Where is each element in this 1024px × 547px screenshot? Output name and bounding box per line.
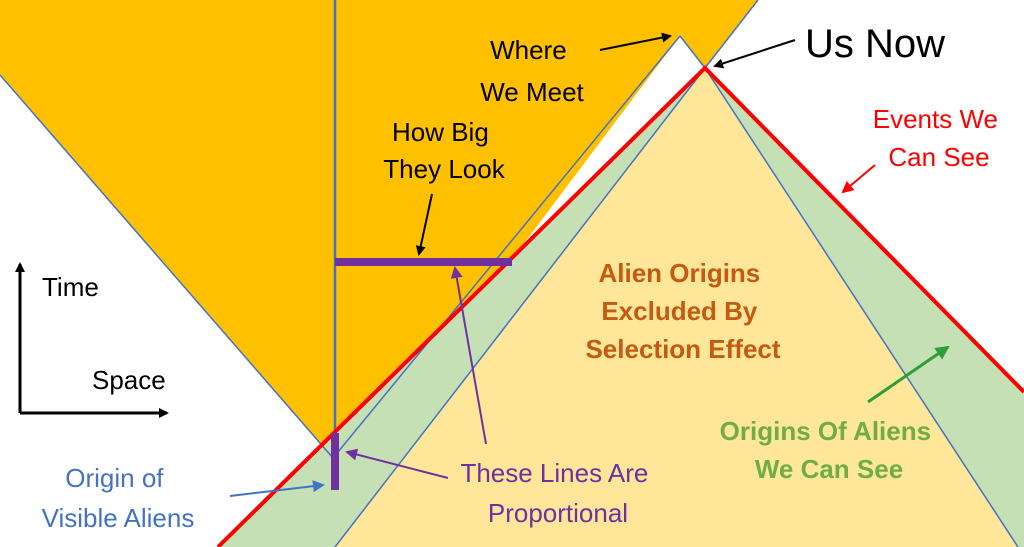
- events-we-can-see-label: Events We Can See: [873, 104, 1005, 172]
- events-we-can-see-arrow: [841, 164, 876, 194]
- past-light-cone: [216, 65, 1024, 547]
- alien-cone-edge-upper: [704, 0, 759, 69]
- where-we-meet-label: Where We Meet: [480, 35, 584, 107]
- alien-cone-edge-top: [679, 35, 706, 69]
- where-we-meet-arrow: [599, 32, 672, 51]
- alien-cone-edge-left: [0, 74, 334, 459]
- proportional-arrow-left: [345, 448, 449, 479]
- how-big-label: How Big They Look: [383, 117, 505, 184]
- excluded-edge-left: [334, 67, 706, 547]
- origins-we-can-see-arrow: [867, 345, 950, 404]
- lines-proportional-label: These Lines Are Proportional: [460, 458, 655, 528]
- excluded-region: [335, 68, 1018, 547]
- origin-visible-aliens-label: Origin of Visible Aliens: [42, 463, 195, 533]
- alien-expansion-cone: [0, 0, 758, 458]
- origin-visible-aliens-arrow: [229, 480, 325, 497]
- origins-we-can-see-label: Origins Of Aliens We Can See: [720, 416, 939, 484]
- alien-origins-excluded-label: Alien Origins Excluded By Selection Effe…: [585, 258, 780, 364]
- space-axis-label: Space: [92, 365, 166, 395]
- us-now-label: Us Now: [805, 22, 945, 66]
- time-axis-label: Time: [42, 272, 99, 302]
- us-now-arrow: [713, 39, 796, 69]
- excluded-edge-right: [704, 67, 1019, 547]
- how-big-arrow: [415, 193, 433, 256]
- alien-cone-edge-right: [332, 35, 681, 459]
- proportional-arrow-up: [450, 266, 487, 445]
